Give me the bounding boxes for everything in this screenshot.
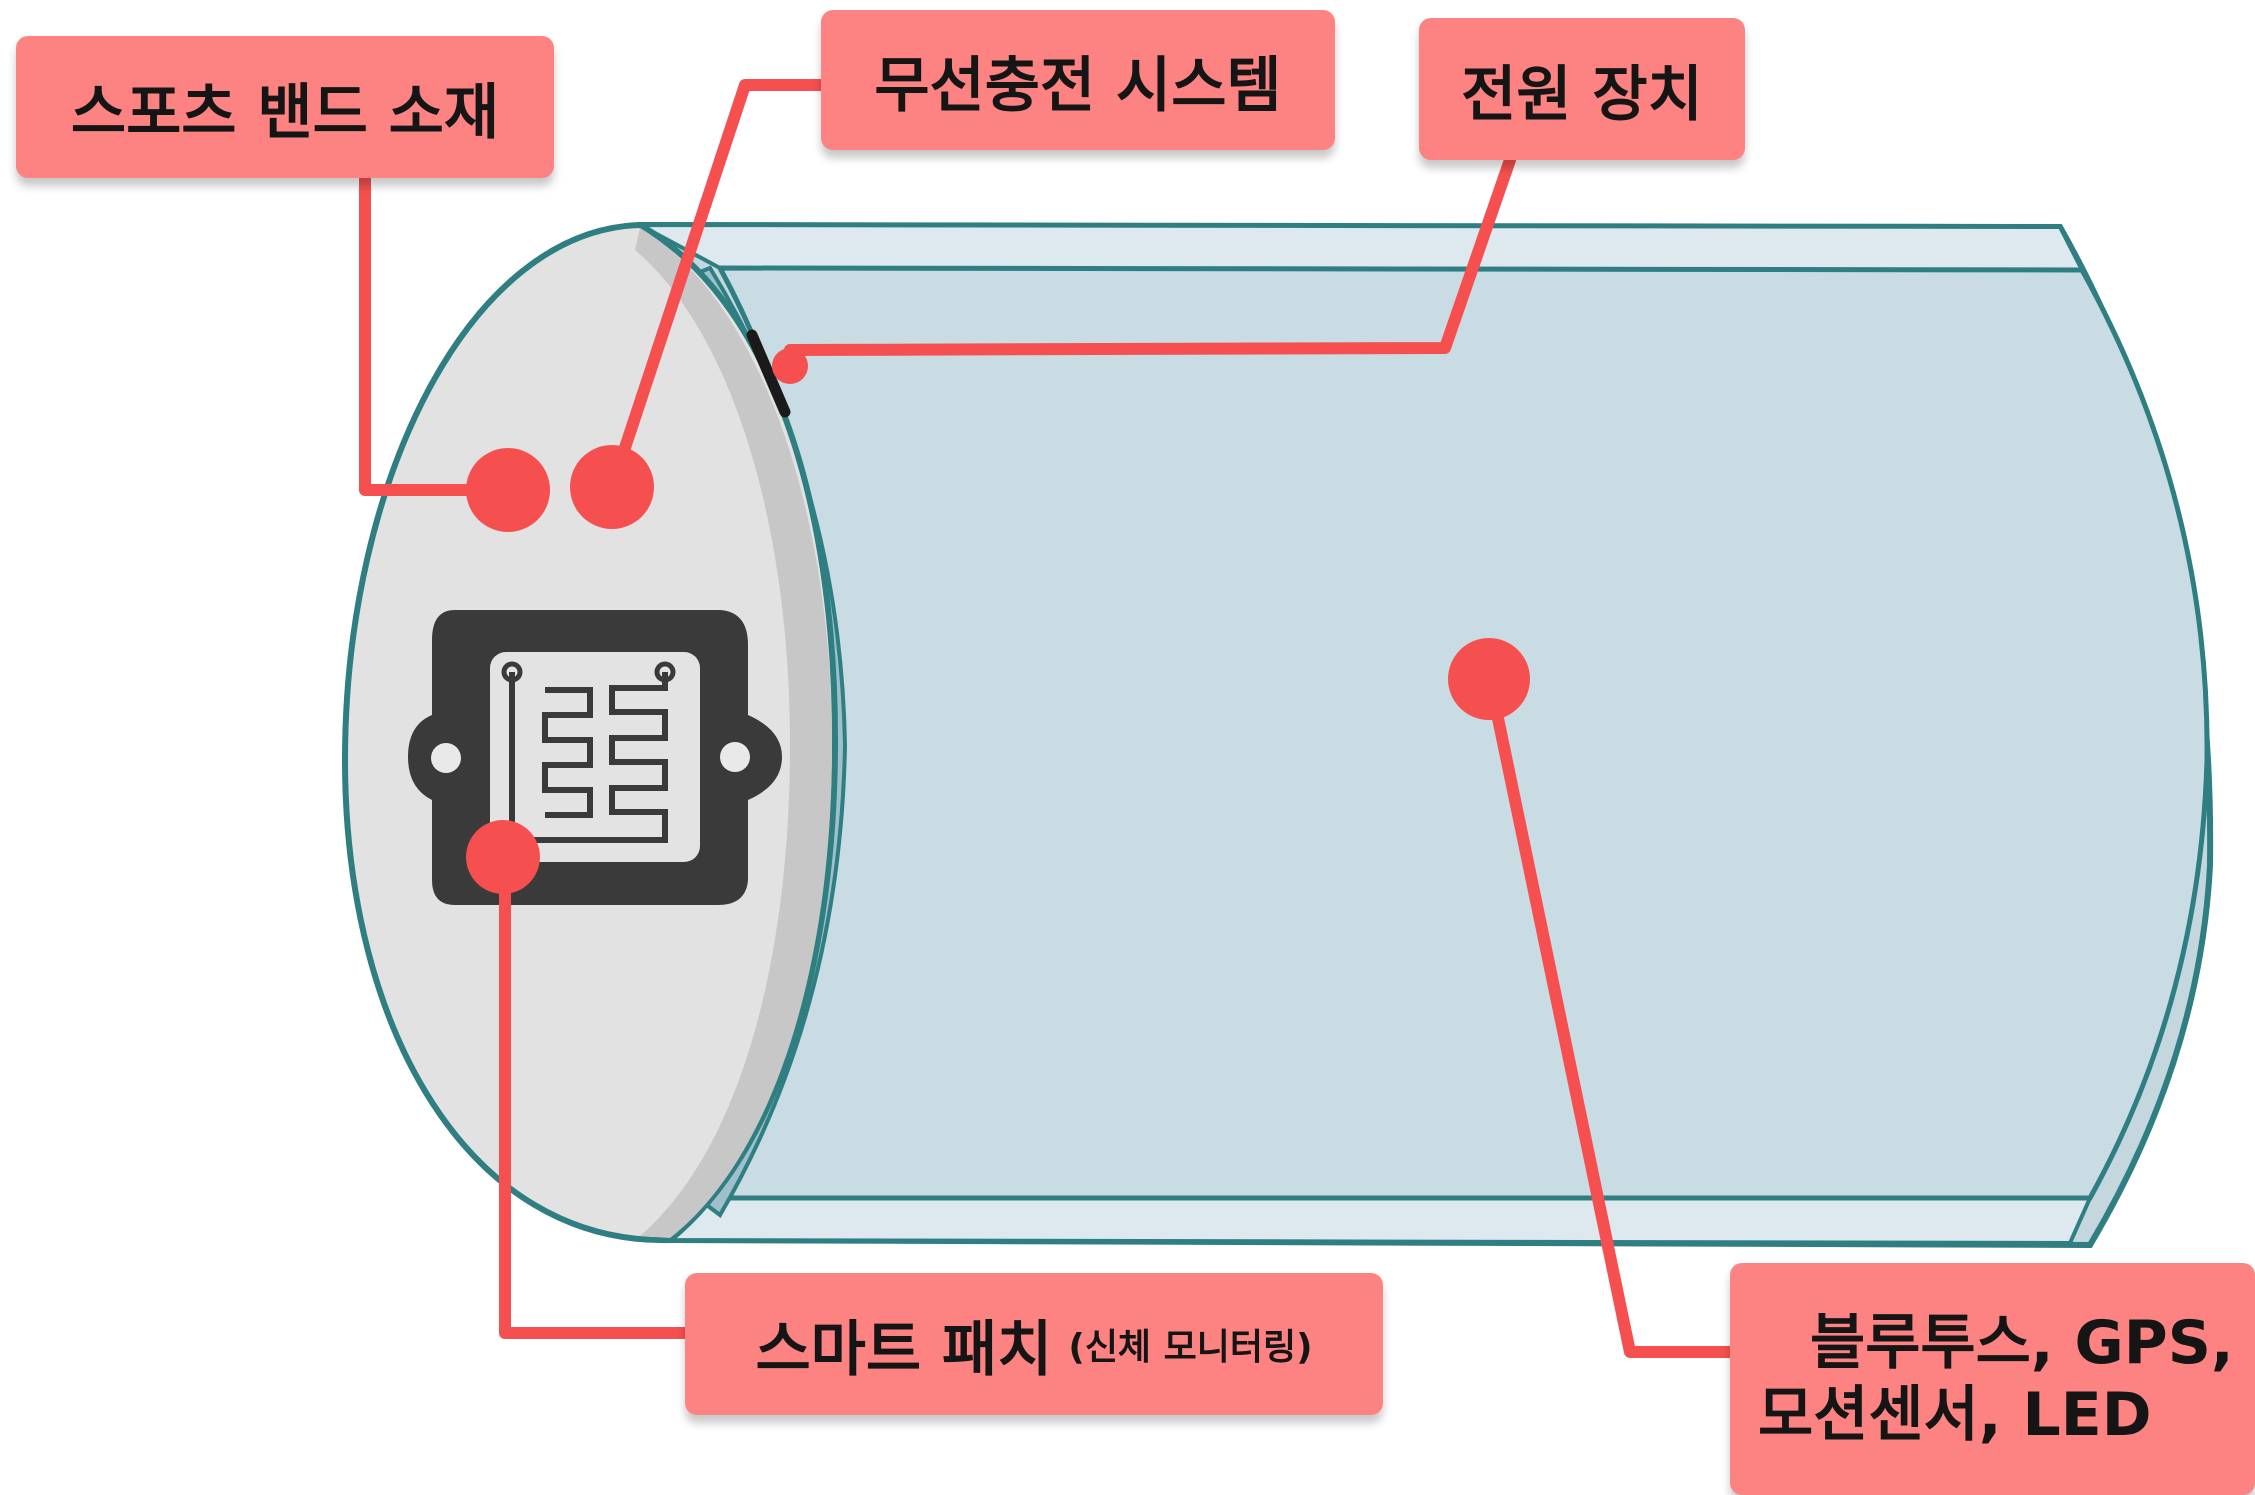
callout-connectivity-line1: 블루투스, GPS, bbox=[1810, 1308, 2234, 1378]
patch-trace-terminal-right bbox=[654, 661, 676, 683]
patch-sensor-trace bbox=[509, 672, 668, 843]
band-top-rim bbox=[639, 223, 2086, 273]
smart-patch-sensor bbox=[408, 610, 782, 905]
band-bottom-rim bbox=[660, 1196, 2094, 1246]
power-switch bbox=[746, 329, 791, 418]
callout-power-unit: 전원 장치 bbox=[1419, 18, 1745, 160]
callout-power-unit-text: 전원 장치 bbox=[1461, 59, 1703, 130]
patch-hole-left bbox=[431, 743, 461, 773]
leader-comms bbox=[1484, 674, 1741, 1358]
end-cap-shadow bbox=[635, 228, 832, 1238]
dot-smart-patch bbox=[466, 820, 540, 894]
callout-smart-patch-note: (신체 모니터링) bbox=[1068, 1327, 1313, 1368]
callout-sports-band-text: 스포츠 밴드 소재 bbox=[70, 77, 500, 148]
callout-smart-patch-text: 스마트 패치 bbox=[755, 1314, 1053, 1385]
callout-connectivity-line2: 모션센서, LED bbox=[1758, 1380, 2152, 1450]
leader-sports-band bbox=[359, 172, 514, 496]
leader-wireless bbox=[606, 79, 834, 493]
leader-dots bbox=[466, 348, 1530, 894]
band-main-surface bbox=[695, 265, 2210, 1201]
leader-lines bbox=[359, 79, 1741, 1358]
callout-wireless-charging: 무선충전 시스템 bbox=[821, 10, 1335, 150]
band-body bbox=[636, 221, 2214, 1249]
dot-power bbox=[772, 348, 808, 384]
patch-hole-right bbox=[720, 742, 750, 772]
leader-power bbox=[784, 154, 1516, 356]
dot-wireless bbox=[570, 445, 654, 529]
callout-connectivity-sensors: 블루투스, GPS, 모션센서, LED bbox=[1730, 1263, 2255, 1495]
callout-wireless-charging-text: 무선충전 시스템 bbox=[874, 50, 1282, 121]
dot-sports-band bbox=[466, 448, 550, 532]
callout-sports-band: 스포츠 밴드 소재 bbox=[16, 36, 554, 178]
dot-comms bbox=[1448, 638, 1530, 720]
patch-trace-terminal-left bbox=[501, 661, 523, 683]
leader-smart-patch bbox=[499, 854, 696, 1339]
callout-smart-patch: 스마트 패치 (신체 모니터링) bbox=[685, 1273, 1383, 1415]
